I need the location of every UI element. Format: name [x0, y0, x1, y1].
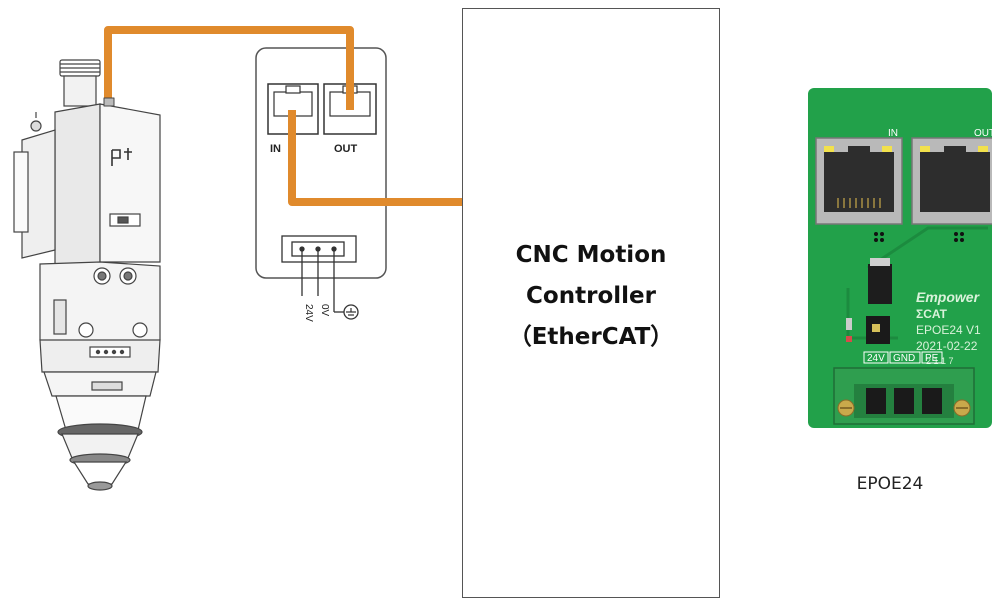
board-terminal-24v: 24V — [867, 353, 885, 364]
cable-in-to-controller — [288, 110, 470, 206]
power-network-module: IN OUT 24V 0V — [255, 47, 387, 322]
cable-head-to-out — [104, 26, 354, 110]
cnc-motion-controller-box: CNC Motion Controller （EtherCAT） — [462, 8, 720, 598]
port-out-label: OUT — [334, 143, 358, 155]
ground-icon — [343, 304, 359, 320]
board-silk-out: OUT — [974, 128, 992, 139]
rj45-jack-out-icon — [911, 137, 992, 225]
controller-label-line3: （EtherCAT） — [508, 324, 674, 350]
diode-component-icon — [866, 316, 890, 344]
controller-label-line1: CNC Motion — [515, 242, 667, 268]
wiring-diagram: IN OUT 24V 0V — [13, 26, 470, 491]
controller-label: CNC Motion Controller （EtherCAT） — [463, 235, 719, 358]
board-brand: Empower — [916, 289, 981, 305]
terminal-label-24v: 24V — [303, 304, 314, 322]
board-date: 2021-02-22 — [916, 339, 978, 353]
board-silk-in: IN — [888, 128, 898, 139]
terminal-block-icon — [281, 235, 357, 263]
port-in-label: IN — [270, 143, 281, 155]
brand-logo-icon — [111, 148, 132, 166]
board-terminal-block-icon — [833, 367, 975, 425]
board-logo-text: ΣCAT — [916, 307, 948, 321]
terminal-label-0v: 0V — [319, 304, 330, 317]
board-terminal-labels: 24V GND PE — [863, 351, 943, 364]
cables — [103, 26, 470, 206]
epoe24-board-image: IN OUT Empower — [808, 88, 992, 428]
board-model: EPOE24 V1 — [916, 323, 981, 337]
rj45-jack-in-icon — [815, 137, 903, 225]
board-code: 2 1 1 7 — [926, 356, 954, 366]
port-in-icon — [267, 83, 319, 135]
board-terminal-pe: PE — [925, 353, 939, 364]
board-terminal-gnd: GND — [893, 353, 915, 364]
controller-label-line2: Controller — [526, 283, 656, 309]
fuse-component-icon — [868, 258, 892, 304]
laser-cutting-head — [13, 59, 161, 491]
board-caption: EPOE24 — [856, 474, 924, 494]
